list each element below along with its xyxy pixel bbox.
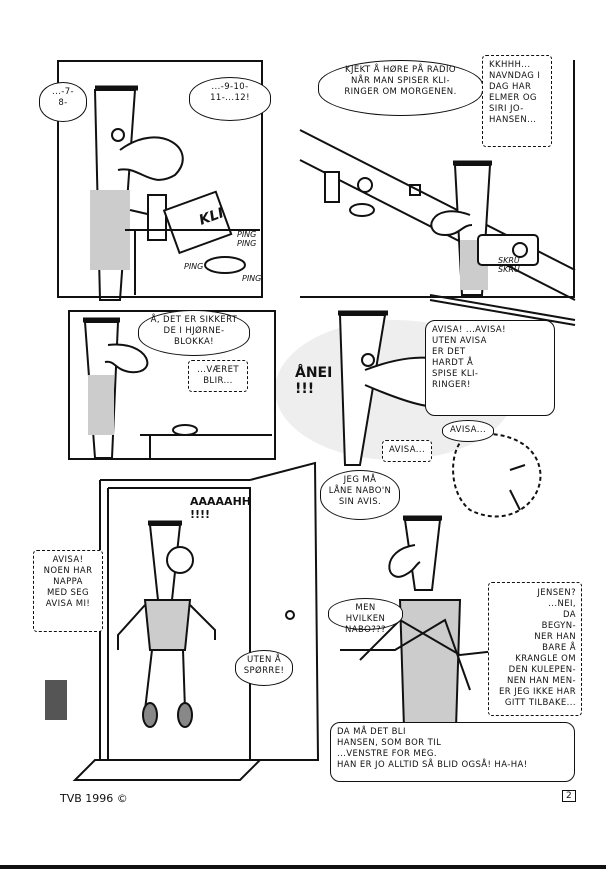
shout-aa-nei: ÅNEI !!!	[295, 365, 333, 397]
sfx-ping-3: PING	[242, 274, 262, 283]
signature: TVB 1996 ©	[60, 792, 128, 805]
sfx-scream: AAAAAHH !!!!	[190, 495, 251, 521]
speech-bubble-neighbors: Å, DET ER SIKKERT DE I HJØRNE- BLOKKA!	[138, 310, 250, 356]
speech-bubble-which-neighbor: MEN HVILKEN NABO???	[328, 598, 403, 635]
panel-3: Å, DET ER SIKKERT DE I HJØRNE- BLOKKA! .…	[68, 310, 276, 460]
sfx-skru: SKRU SKRU	[498, 256, 520, 274]
speech-bubble-hansen: DA MÅ DET BLI HANSEN, SOM BOR TIL ...VEN…	[330, 722, 575, 782]
speech-bubble-stolen-paper: AVISA! NOEN HAR NAPPA MED SEG AVISA MI!	[33, 550, 103, 632]
thought-bubble-avisa: AVISA...	[382, 440, 432, 462]
scan-edge	[0, 865, 606, 869]
speech-bubble-avisa-small: AVISA...	[442, 420, 494, 442]
speech-bubble-radio-comment: KJEKT Å HØRE PÅ RADIO NÅR MAN SPISER KLI…	[318, 60, 483, 116]
cereal-box-label: KLI	[197, 205, 226, 229]
radio-speech-bubble: KKHHH... NAVNDAG I DAG HAR ELMER OG SIRI…	[482, 55, 552, 147]
panel-2: KJEKT Å HØRE PÅ RADIO NÅR MAN SPISER KLI…	[300, 55, 575, 298]
panel-6: JEG MÅ LÅNE NABO'N SIN AVIS. MEN HVILKEN…	[320, 470, 582, 790]
sfx-ping-2: PING	[184, 262, 204, 271]
panel-1: ...-7- 8- ...-9-10- 11-...12! KLI PING P…	[39, 60, 271, 298]
speech-bubble-borrow: JEG MÅ LÅNE NABO'N SIN AVIS.	[320, 470, 400, 520]
speech-bubble-counting-right: ...-9-10- 11-...12!	[189, 77, 271, 121]
speech-bubble-avisa: AVISA! ...AVISA! UTEN AVISA ER DET HARDT…	[425, 320, 555, 416]
page-number: 2	[562, 790, 576, 802]
thought-bubble-jensen: JENSEN? ...NEI, DA BEGYN- NER HAN BARE Å…	[488, 582, 582, 716]
radio-speech-bubble: ...VÆRET BLIR...	[188, 360, 248, 392]
speech-bubble-counting-left: ...-7- 8-	[39, 82, 87, 122]
sfx-ping-1: PING PING	[237, 230, 257, 248]
speech-bubble-without-asking: UTEN Å SPØRRE!	[235, 650, 293, 686]
panel-5: AAAAAHH !!!! AVISA! NOEN HAR NAPPA MED S…	[30, 460, 320, 790]
panel-4: ÅNEI !!! AVISA! ...AVISA! UTEN AVISA ER …	[290, 300, 580, 470]
